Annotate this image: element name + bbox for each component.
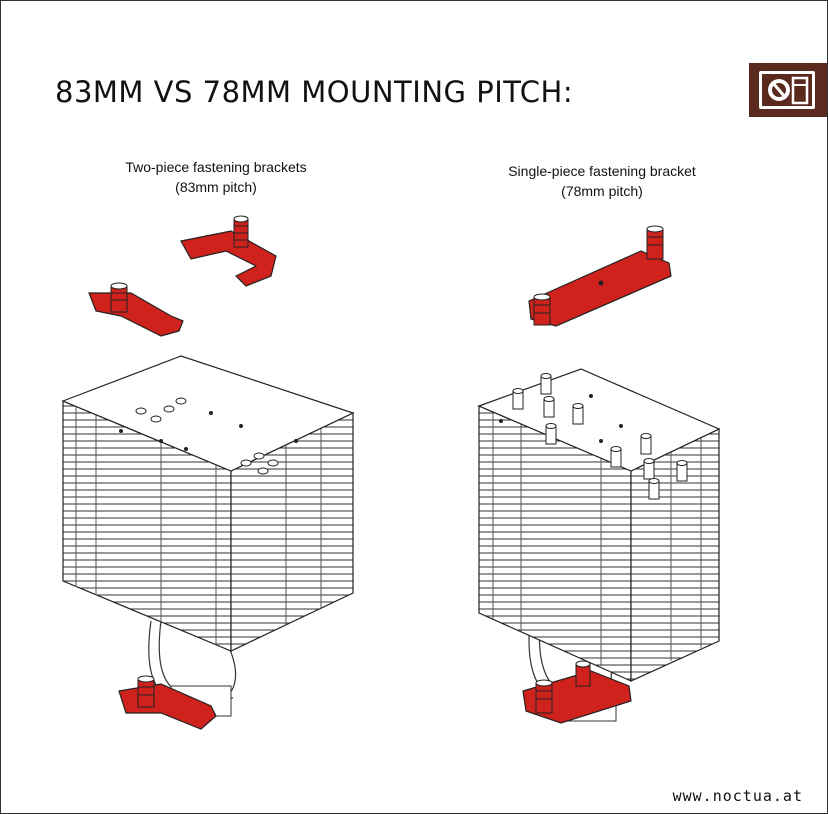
- left-caption: Two-piece fastening brackets (83mm pitch…: [101, 157, 331, 197]
- brand-logo: [749, 63, 827, 117]
- left-bracket-top: [180, 215, 277, 287]
- right-caption: Single-piece fastening bracket (78mm pit…: [487, 161, 717, 201]
- left-caption-line2: (83mm pitch): [175, 179, 257, 195]
- left-heatsink: [61, 355, 355, 717]
- right-caption-line2: (78mm pitch): [561, 183, 643, 199]
- right-bracket-top: [528, 225, 672, 327]
- left-caption-line1: Two-piece fastening brackets: [125, 159, 307, 175]
- right-heatsink: [477, 368, 721, 722]
- left-bracket-bottom: [118, 675, 217, 730]
- right-caption-line1: Single-piece fastening bracket: [508, 163, 696, 179]
- footer-url[interactable]: www.noctua.at: [672, 787, 803, 805]
- owl-logo-icon: [759, 71, 815, 109]
- right-bracket-bottom: [522, 660, 632, 724]
- page-title: 83MM VS 78MM MOUNTING PITCH:: [55, 75, 574, 109]
- left-bracket-middle: [88, 282, 184, 337]
